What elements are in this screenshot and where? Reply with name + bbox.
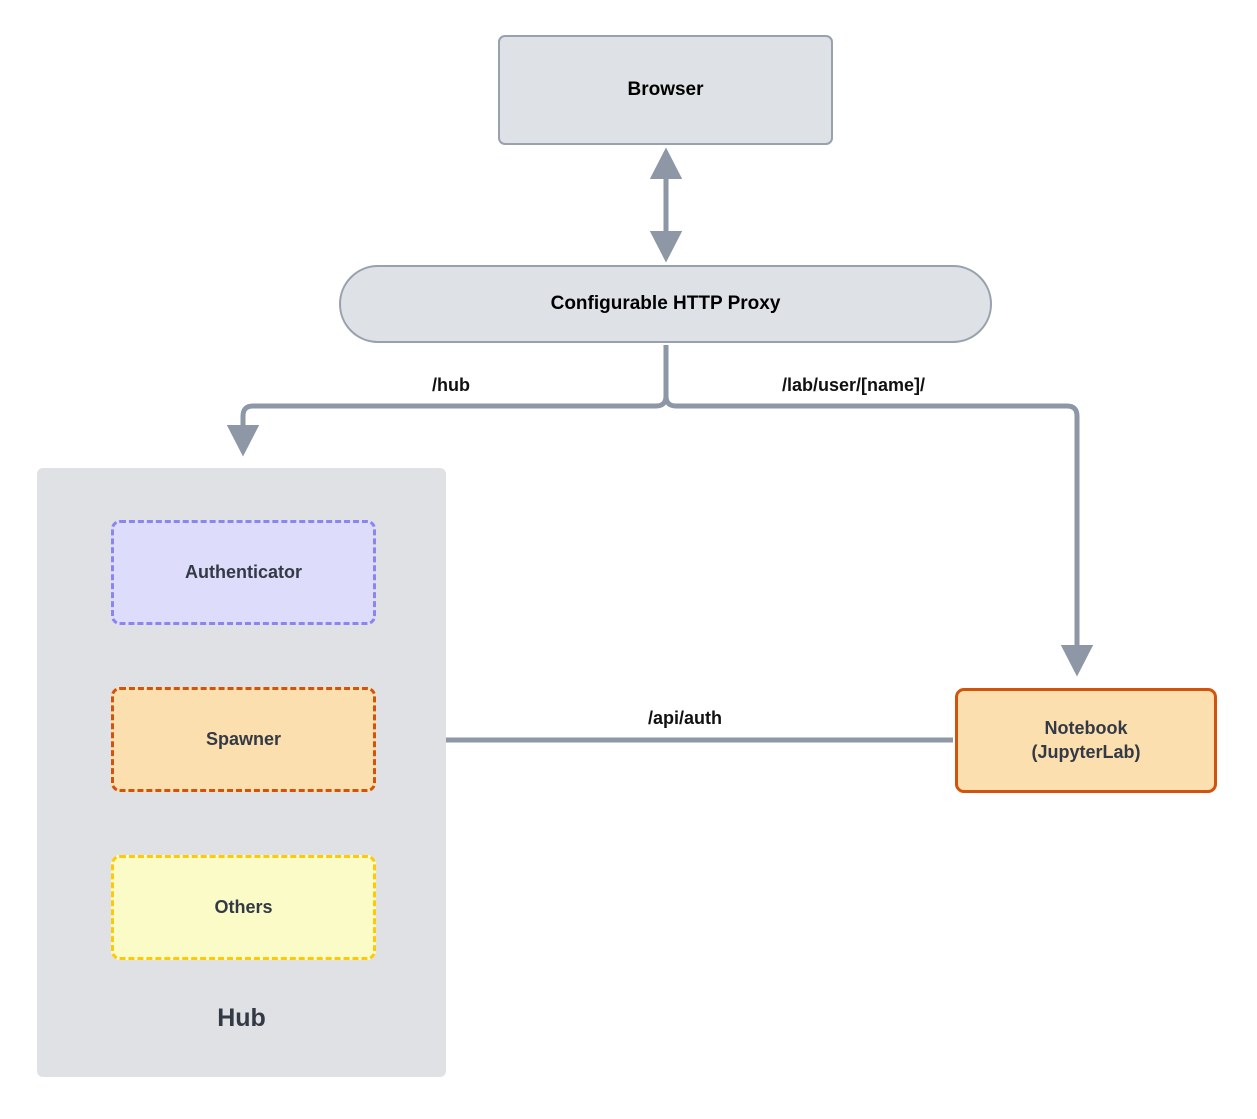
node-notebook-label-line2: (JupyterLab) xyxy=(1031,741,1141,762)
node-proxy-label: Configurable HTTP Proxy xyxy=(550,292,781,314)
edge-proxy-notebook xyxy=(663,395,1094,677)
node-hub-container[interactable]: Authenticator Spawner Others Hub xyxy=(37,468,446,1077)
node-spawner[interactable]: Spawner xyxy=(111,687,376,792)
node-others[interactable]: Others xyxy=(111,855,376,960)
node-browser[interactable]: Browser xyxy=(498,35,833,145)
node-authenticator-label: Authenticator xyxy=(185,561,302,582)
edge-proxy-hub xyxy=(226,395,669,457)
node-others-label: Others xyxy=(214,896,273,917)
edge-label-hub-path: /hub xyxy=(428,375,474,396)
node-hub-label: Hub xyxy=(217,1004,266,1032)
node-notebook[interactable]: Notebook (JupyterLab) xyxy=(955,688,1217,793)
node-browser-label: Browser xyxy=(627,78,704,100)
node-spawner-label: Spawner xyxy=(205,728,282,749)
edge-label-api-auth: /api/auth xyxy=(644,708,727,729)
node-authenticator[interactable]: Authenticator xyxy=(111,520,376,625)
edge-label-lab-user-path: /lab/user/[name]/ xyxy=(778,375,930,396)
node-notebook-label-line1: Notebook xyxy=(1044,718,1128,739)
node-configurable-http-proxy[interactable]: Configurable HTTP Proxy xyxy=(339,265,992,343)
